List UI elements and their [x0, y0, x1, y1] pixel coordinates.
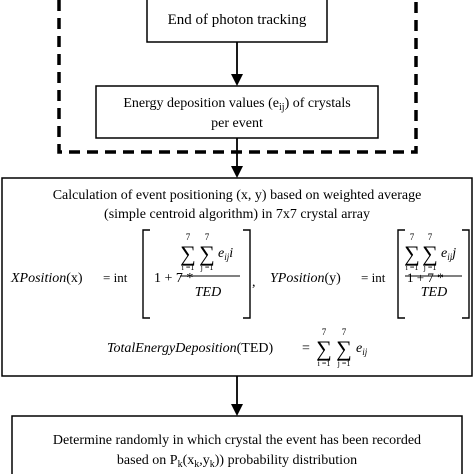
svg-text:j =1: j =1 [337, 359, 351, 368]
svg-text:=: = [302, 341, 310, 356]
svg-text:i =1: i =1 [406, 263, 419, 272]
svg-text:i =1: i =1 [318, 359, 331, 368]
y-denominator: TED [421, 285, 447, 300]
y-numerator-term: eijj [441, 246, 456, 262]
x-one-plus: 1 + 7 * [154, 271, 193, 286]
box-end-photon-tracking: End of photon tracking [146, 0, 328, 43]
x-formula-eq: = int [103, 270, 128, 285]
calc-line2: (simple centroid algorithm) in 7x7 cryst… [104, 207, 370, 222]
y-sum-j-symbol: ∑ [422, 241, 438, 266]
x-formula-lhs: XPosition(x) [10, 271, 83, 286]
x-right-bracket [243, 229, 251, 319]
x-sum-j-symbol: ∑ [199, 241, 215, 266]
ted-formula-lhs: TotalEnergyDeposition(TED) [107, 341, 274, 356]
end-photon-tracking-label: End of photon tracking [168, 12, 307, 28]
x-left-bracket [142, 229, 150, 319]
svg-text:7: 7 [205, 232, 210, 242]
x-denominator: TED [195, 285, 221, 300]
svg-text:7: 7 [322, 327, 327, 337]
ted-formula: TotalEnergyDeposition(TED) = 7 ∑ i =1 7 … [107, 327, 368, 368]
box-energy-deposition: Energy deposition values (eij) of crysta… [95, 85, 379, 139]
svg-text:j =1: j =1 [200, 263, 214, 272]
x-numerator-term: eiji [218, 246, 233, 262]
ted-sum-j-symbol: ∑ [336, 336, 352, 361]
x-position-formula: XPosition(x) = int 1 + 7 * 7 ∑ i =1 7 ∑ … [10, 229, 256, 319]
determine-line2: based on Pk(xk,yk)) probability distribu… [117, 453, 357, 470]
svg-text:7: 7 [342, 327, 347, 337]
energy-deposition-line2: per event [211, 116, 263, 131]
ted-sum-i-symbol: ∑ [316, 336, 332, 361]
calc-line1: Calculation of event positioning (x, y) … [53, 188, 422, 203]
energy-deposition-line1: Energy deposition values (eij) of crysta… [123, 96, 350, 113]
arrow-calc-to-determine [231, 376, 243, 416]
box-calculation: Calculation of event positioning (x, y) … [1, 177, 473, 377]
arrow-end-to-energy [231, 42, 243, 86]
svg-text:7: 7 [410, 232, 415, 242]
svg-text:i =1: i =1 [182, 263, 195, 272]
svg-text:j =1: j =1 [423, 263, 437, 272]
svg-text:,: , [252, 275, 256, 290]
y-position-formula: YPosition(y) = int 1 + 7 * 7 ∑ i =1 7 ∑ … [270, 229, 470, 319]
y-sum-i-symbol: ∑ [404, 241, 420, 266]
box-determine-crystal: Determine randomly in which crystal the … [11, 415, 463, 474]
y-right-bracket [462, 229, 470, 319]
svg-text:7: 7 [428, 232, 433, 242]
y-one-plus: 1 + 7 * [407, 270, 444, 285]
ted-term: eij [356, 341, 368, 357]
y-formula-lhs: YPosition(y) [270, 271, 341, 286]
y-left-bracket [397, 229, 405, 319]
svg-text:7: 7 [186, 232, 191, 242]
arrow-energy-to-calc [231, 138, 243, 178]
x-sum-i-symbol: ∑ [180, 241, 196, 266]
determine-line1: Determine randomly in which crystal the … [53, 433, 421, 448]
y-formula-eq: = int [361, 270, 386, 285]
